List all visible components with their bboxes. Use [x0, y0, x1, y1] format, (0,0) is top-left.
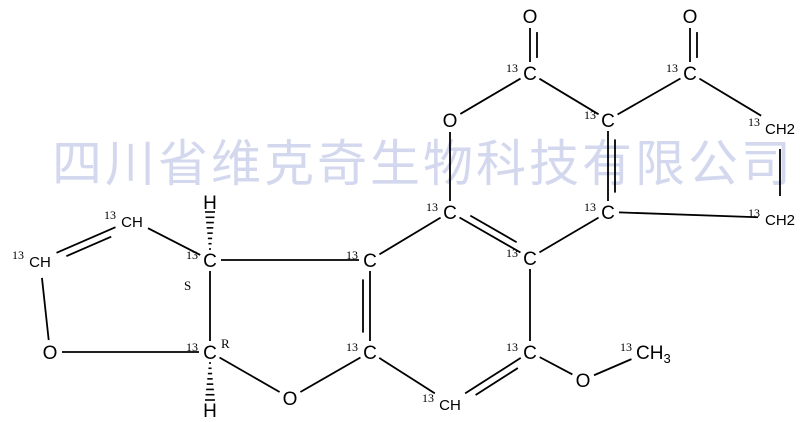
- bond: [378, 357, 436, 395]
- atom-label-h_s: H: [203, 193, 217, 214]
- bond: [538, 77, 600, 116]
- atom-label-c_ar3: C: [363, 251, 377, 272]
- bond: [41, 277, 50, 341]
- bond: [147, 227, 201, 256]
- atom-label-o_furan_mid: O: [283, 389, 298, 410]
- atom-label-c_alpha: C: [601, 111, 615, 132]
- double-bond-line: [66, 235, 112, 257]
- isotope-label: 13: [426, 200, 438, 214]
- isotope-label: 13: [422, 391, 434, 405]
- bond: [459, 77, 521, 115]
- bond: [56, 226, 116, 254]
- isotope-label: 13: [346, 340, 358, 354]
- atom-label-c_ketone: C: [683, 64, 697, 85]
- isotope-label: 13: [666, 61, 678, 75]
- stereo-descriptor: R: [221, 336, 230, 351]
- isotope-label: 13: [584, 200, 596, 214]
- atom-label-o_methoxy: O: [576, 371, 591, 392]
- bond: [459, 216, 521, 254]
- bond: [539, 216, 599, 254]
- atom-label-ch_ar6: CH: [439, 397, 461, 414]
- atom-label-o_ketone: O: [683, 7, 698, 28]
- atom-label-c_ar1: C: [443, 203, 457, 224]
- bond: [464, 357, 522, 395]
- isotope-label: 13: [506, 246, 518, 260]
- atom-label-h_r: H: [203, 401, 217, 422]
- atom-label-c_lactone: C: [523, 64, 537, 85]
- isotope-label: 13: [104, 208, 116, 222]
- atom-label-ch3: CH3: [636, 343, 671, 366]
- atom-label-c_r: C: [203, 343, 217, 364]
- atom-label-o_lactone_carbonyl: O: [523, 7, 538, 28]
- isotope-label: 13: [346, 248, 358, 262]
- bond: [378, 216, 442, 256]
- isotope-label: 13: [506, 340, 518, 354]
- double-bond-line: [475, 367, 519, 396]
- bond: [617, 77, 681, 116]
- atom-label-c_beta: C: [601, 203, 615, 224]
- isotope-label: 13: [12, 248, 24, 262]
- isotope-label: 13: [186, 248, 198, 262]
- atom-label-c_ar2: C: [523, 249, 537, 270]
- bond: [539, 356, 573, 376]
- atom-label-ch_vinyl2: CH: [29, 254, 51, 271]
- isotope-label: 13: [748, 115, 760, 129]
- atom-label-o_ring_pyran: O: [443, 111, 458, 132]
- bond: [618, 211, 759, 219]
- atom-label-ch_vinyl1: CH: [121, 214, 143, 231]
- atom-label-c_ar5: C: [523, 343, 537, 364]
- atom-label-c_ar4: C: [363, 343, 377, 364]
- isotope-label: 13: [748, 206, 760, 220]
- bond: [698, 77, 762, 117]
- stereo-descriptor: S: [184, 278, 191, 293]
- atom-label-o_furan_left: O: [43, 343, 58, 364]
- atom-label-ch2_b: CH2: [765, 212, 795, 229]
- atom-label-c_s: C: [203, 251, 217, 272]
- isotope-label: 13: [506, 61, 518, 75]
- bond: [299, 356, 361, 393]
- double-bond-line: [469, 214, 518, 244]
- bond: [593, 358, 632, 377]
- isotope-label: 13: [584, 108, 596, 122]
- isotope-label: 13: [620, 340, 632, 354]
- bond: [219, 356, 281, 393]
- isotope-label: 13: [186, 340, 198, 354]
- atom-label-ch2_a: CH2: [765, 121, 795, 138]
- company-watermark: 四川省维克奇生物科技有限公司: [52, 135, 794, 193]
